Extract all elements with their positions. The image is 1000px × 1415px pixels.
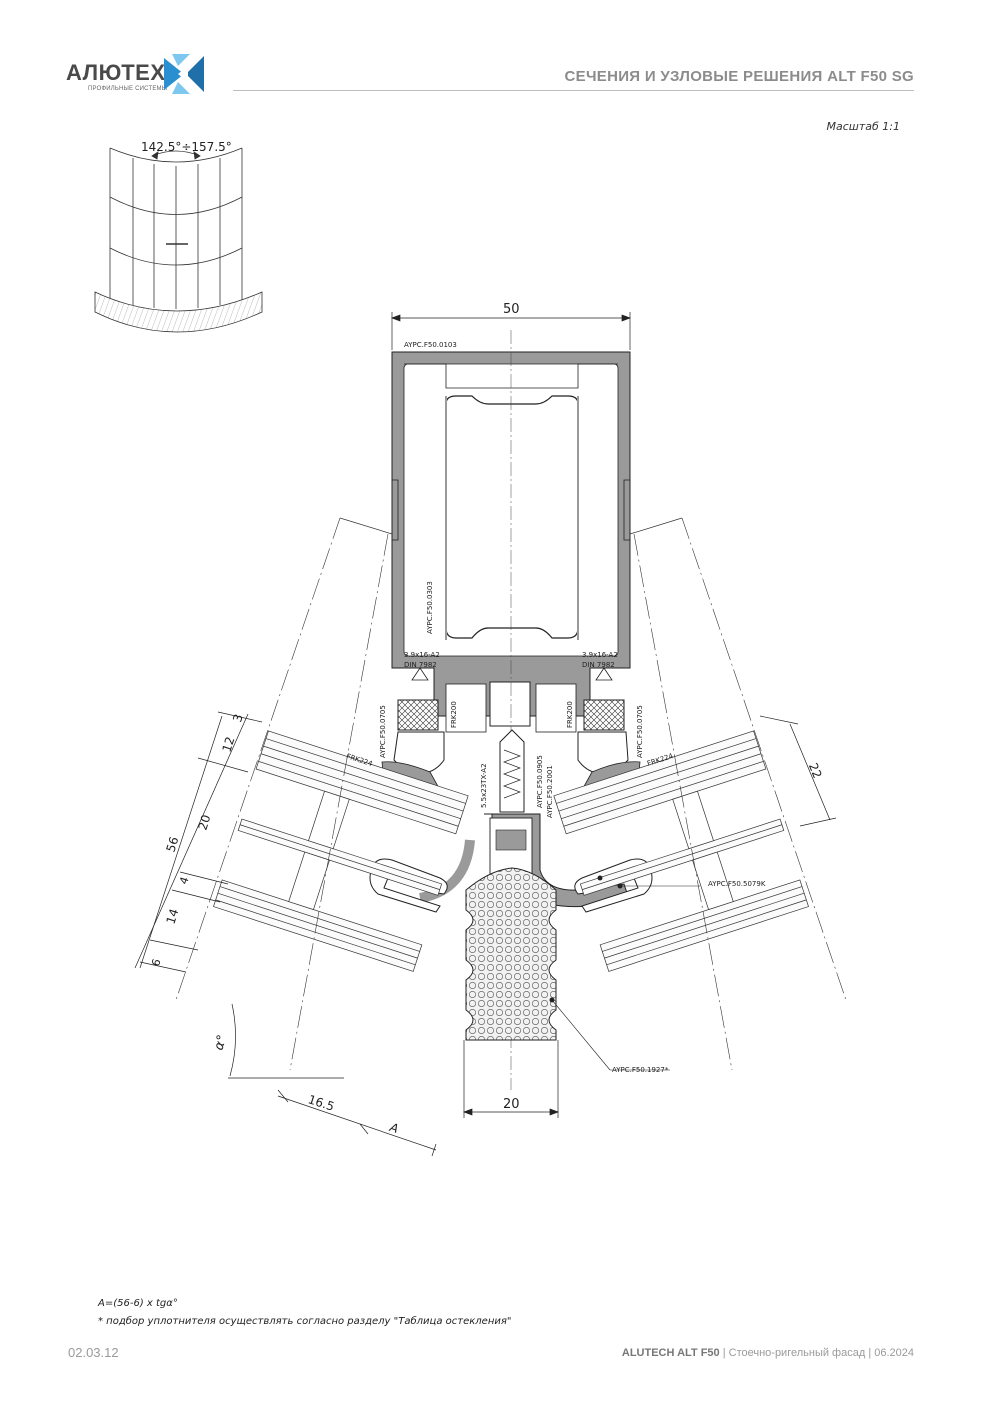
dimension-lines [134,312,837,1157]
dim-alpha: α° [211,1033,230,1052]
glass-left [213,730,469,972]
logo-subtext: ПРОФИЛЬНЫЕ СИСТЕМЫ [88,86,168,92]
label-screw-right-2: DIN 7982 [582,661,615,669]
dim-20-left: 20 [195,813,213,832]
label-1927: AYPC.F50.1927* [612,1066,669,1074]
logo-mark-icon [164,54,204,94]
formula-note: A=(56-6) x tgα° [98,1298,178,1309]
footer-description: | Стоечно-ригельный фасад | 06.2024 [719,1347,914,1359]
dim-A: A [387,1120,400,1136]
angle-range-label: 142.5°÷157.5° [141,140,232,154]
logo-wordmark: АЛЮТЕХ [66,60,166,85]
page-title: СЕЧЕНИЯ И УЗЛОВЫЕ РЕШЕНИЯ ALT F50 SG [564,68,914,85]
label-0303: AYPC.F50.0303 [426,581,434,634]
leader-lines [551,885,700,1071]
label-frk200-right: FRK200 [566,701,574,728]
dim-22: 22 [806,761,825,780]
label-screw-right-1: 3.9x16-A2 [582,651,618,659]
footer-info: ALUTECH ALT F50 | Стоечно-ригельный фаса… [622,1347,914,1359]
label-0705-left: AYPC.F50.0705 [379,705,387,758]
mullion-profile [391,330,631,1090]
dim-6: 6 [149,957,164,968]
header-divider [233,90,914,91]
label-0705-right: AYPC.F50.0705 [636,705,644,758]
label-5079k: AYPC.F50.5079K [708,880,766,888]
glass-right [553,730,809,972]
label-screw-left-2: DIN 7982 [404,661,437,669]
page-code: 02.03.12 [68,1345,119,1360]
bellows-gasket [465,867,557,1041]
scale-label: Масштаб 1:1 [826,120,900,133]
central-screw [499,729,525,813]
dim-20-bottom: 20 [503,1097,520,1112]
dim-14: 14 [163,907,181,926]
footnote: * подбор уплотнителя осуществлять соглас… [98,1316,512,1327]
label-0905: AYPC.F50.0905 [536,755,544,808]
label-0103: AYPC.F50.0103 [404,341,457,349]
dim-3: 3 [230,712,246,724]
dim-56: 56 [163,835,181,854]
label-screw-55: 5.5x23TX-A2 [480,763,488,808]
footer-brand: ALUTECH ALT F50 [621,1347,720,1359]
screw-icons [411,667,613,681]
alutech-logo: АЛЮТЕХ ПРОФИЛЬНЫЕ СИСТЕМЫ [66,52,216,98]
dim-4: 4 [177,875,192,886]
construction-lines [175,517,847,1071]
label-frk200-left: FRK200 [450,701,458,728]
plan-view [94,147,263,333]
label-screw-left-1: 3.9x16-A2 [404,651,440,659]
dim-12: 12 [219,735,237,754]
dim-50: 50 [503,302,520,317]
label-2001: AYPC.F50.2001 [546,765,554,818]
